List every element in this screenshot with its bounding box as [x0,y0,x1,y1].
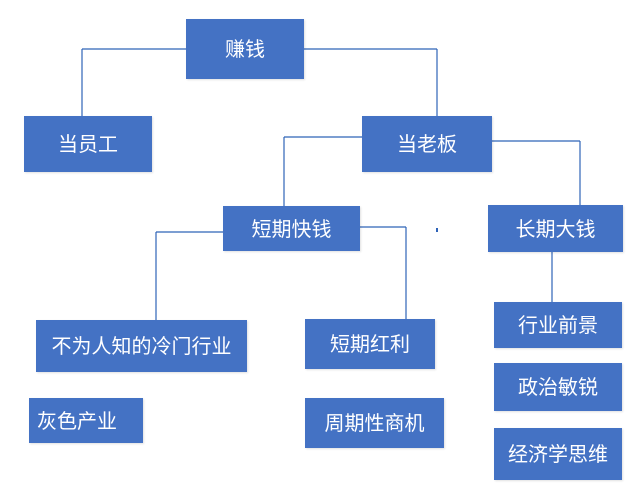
node-cyclical-opportunity: 周期性商机 [305,398,444,448]
node-industry-prospect: 行业前景 [494,302,622,348]
node-gray-industry: 灰色产业 [29,398,143,443]
node-boss: 当老板 [362,116,492,172]
stray-mark [436,228,438,232]
node-economics-thinking: 经济学思维 [494,428,622,480]
node-employee: 当员工 [24,116,152,172]
node-political-sensitivity: 政治敏锐 [494,363,622,411]
node-short-dividend: 短期红利 [305,319,435,369]
node-niche-industry: 不为人知的冷门行业 [36,320,247,372]
node-root: 赚钱 [186,19,304,79]
node-short-term: 短期快钱 [223,206,360,251]
node-long-term: 长期大钱 [488,205,623,252]
